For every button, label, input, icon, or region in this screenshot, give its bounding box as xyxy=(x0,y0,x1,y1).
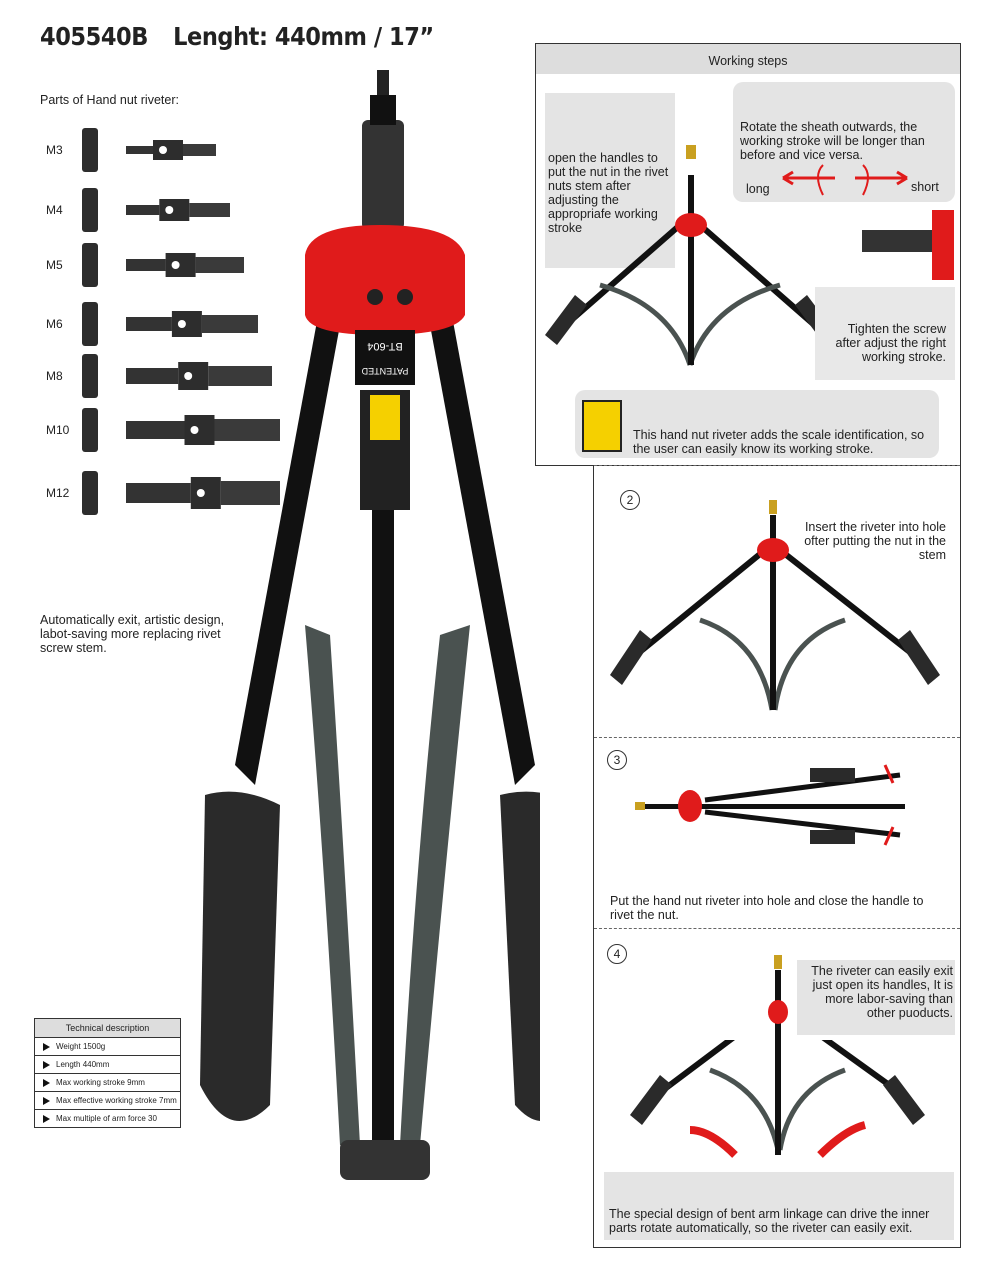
tech-row: Max working stroke 9mm xyxy=(35,1074,180,1092)
part-size-label: M6 xyxy=(46,317,63,331)
working-steps-title: Working steps xyxy=(536,44,960,74)
part-size-label: M12 xyxy=(46,486,70,500)
red-head xyxy=(305,225,465,335)
brand-label: BT-604 xyxy=(367,340,402,352)
step2-number: 2 xyxy=(620,490,640,510)
tech-item: Max effective working stroke 7mm xyxy=(56,1096,177,1105)
bullet-triangle-icon xyxy=(43,1114,50,1123)
tech-item: Weight 1500g xyxy=(56,1042,106,1051)
bullet-triangle-icon xyxy=(43,1096,50,1105)
right-grip xyxy=(500,791,540,1121)
nut-stem-part-icon xyxy=(82,302,258,346)
scale-icon xyxy=(582,400,622,452)
right-arm xyxy=(430,305,535,785)
step4-riveter-head-illustration xyxy=(768,955,788,1040)
step4-number: 4 xyxy=(607,944,627,964)
tool-length: Lenght: 440mm / 17” xyxy=(173,22,434,51)
feature-description: Automatically exit, artistic design, lab… xyxy=(40,613,225,655)
steps-panel xyxy=(593,465,961,1248)
left-grip xyxy=(200,791,280,1121)
nut-stem-part-icon xyxy=(82,243,244,287)
part-size-label: M5 xyxy=(46,258,63,272)
bullet-triangle-icon xyxy=(43,1060,50,1069)
nut-stem-part-icon xyxy=(82,408,280,452)
nut-stem-part-icon xyxy=(82,471,280,515)
left-arm xyxy=(235,305,340,785)
rotate-text: Rotate the sheath outwards, the working … xyxy=(740,120,925,162)
nut-stem-part-icon xyxy=(82,188,230,232)
tech-row: Length 440mm xyxy=(35,1056,180,1074)
scale-window xyxy=(370,395,400,440)
part-size-label: M4 xyxy=(46,203,63,217)
part-size-label: M8 xyxy=(46,369,63,383)
nut-stem-part-icon xyxy=(82,128,216,172)
part-size-label: M10 xyxy=(46,423,70,437)
model-number: 405540B xyxy=(40,22,148,51)
bullet-triangle-icon xyxy=(43,1042,50,1051)
tech-item: Max multiple of arm force 30 xyxy=(56,1114,157,1123)
step1-riveter-illustration xyxy=(545,145,954,366)
step4-text: The riveter can easily exit just open it… xyxy=(811,964,953,1020)
tech-item: Max working stroke 9mm xyxy=(56,1078,145,1087)
riveter-illustration: BT-604 PATENTED xyxy=(200,70,540,1180)
step3-riveter-illustration xyxy=(635,764,905,846)
step4-riveter-illustration xyxy=(630,1040,925,1158)
step4-bottom-text: The special design of bent arm linkage c… xyxy=(609,1207,930,1235)
knurled-sheath xyxy=(362,120,404,230)
part-size-label: M3 xyxy=(46,143,63,157)
page-title: 405540B Lenght: 440mm / 17” xyxy=(40,22,459,51)
tech-title: Technical description xyxy=(35,1019,180,1038)
tech-row: Weight 1500g xyxy=(35,1038,180,1056)
tech-row: Max multiple of arm force 30 xyxy=(35,1110,180,1127)
patent-label: PATENTED xyxy=(361,366,408,376)
step1-text: open the handles to put the nut in the r… xyxy=(548,151,669,235)
parts-title: Parts of Hand nut riveter: xyxy=(40,93,179,107)
tighten-text: Tighten the screw after adjust the right… xyxy=(835,322,946,364)
tech-item: Length 440mm xyxy=(56,1060,110,1069)
nut-stem-part-icon xyxy=(82,354,272,398)
step2-text: Insert the riveter into hole ofter putti… xyxy=(804,520,946,562)
step2-riveter-illustration xyxy=(610,500,940,711)
scale-text: This hand nut riveter adds the scale ide… xyxy=(633,428,925,456)
short-label: short xyxy=(911,180,939,194)
bullet-triangle-icon xyxy=(43,1078,50,1087)
step3-text: Put the hand nut riveter into hole and c… xyxy=(610,894,924,922)
rotate-arrows-icon xyxy=(782,164,908,196)
exit-arrows-icon xyxy=(689,1121,867,1158)
tech-row: Max effective working stroke 7mm xyxy=(35,1092,180,1110)
step3-number: 3 xyxy=(607,750,627,770)
long-label: long xyxy=(746,182,770,196)
